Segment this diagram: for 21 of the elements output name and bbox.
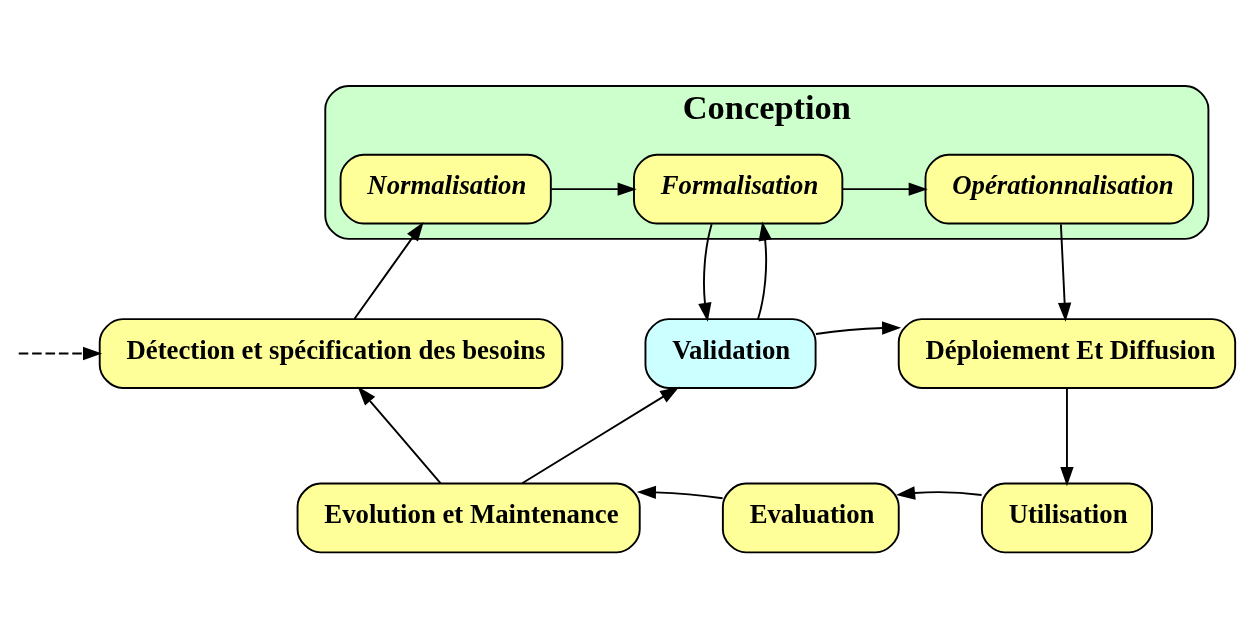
arrow	[17, 346, 103, 361]
arrow	[550, 182, 637, 196]
arrow	[357, 386, 442, 485]
arrow	[353, 221, 424, 320]
arrow	[1057, 223, 1072, 322]
arrow	[895, 486, 983, 500]
arrow	[841, 182, 928, 196]
node-box: Formalisation	[633, 153, 844, 225]
node-box: Validation	[644, 318, 817, 389]
node-box: Détection et spécification des besoins	[98, 318, 564, 389]
arrow	[1060, 387, 1074, 487]
node-box: Déploiement Et Diffusion	[897, 318, 1237, 389]
node-box: Opérationnalisation	[924, 153, 1195, 225]
node-box: Evolution et Maintenance	[296, 482, 641, 554]
arrow	[815, 321, 902, 335]
arrow	[521, 386, 680, 485]
arrow	[636, 485, 724, 500]
node-box: Evaluation	[721, 482, 900, 554]
node-box: Normalisation	[339, 153, 552, 225]
node-box: Utilisation	[980, 482, 1153, 554]
arrow	[757, 221, 772, 320]
